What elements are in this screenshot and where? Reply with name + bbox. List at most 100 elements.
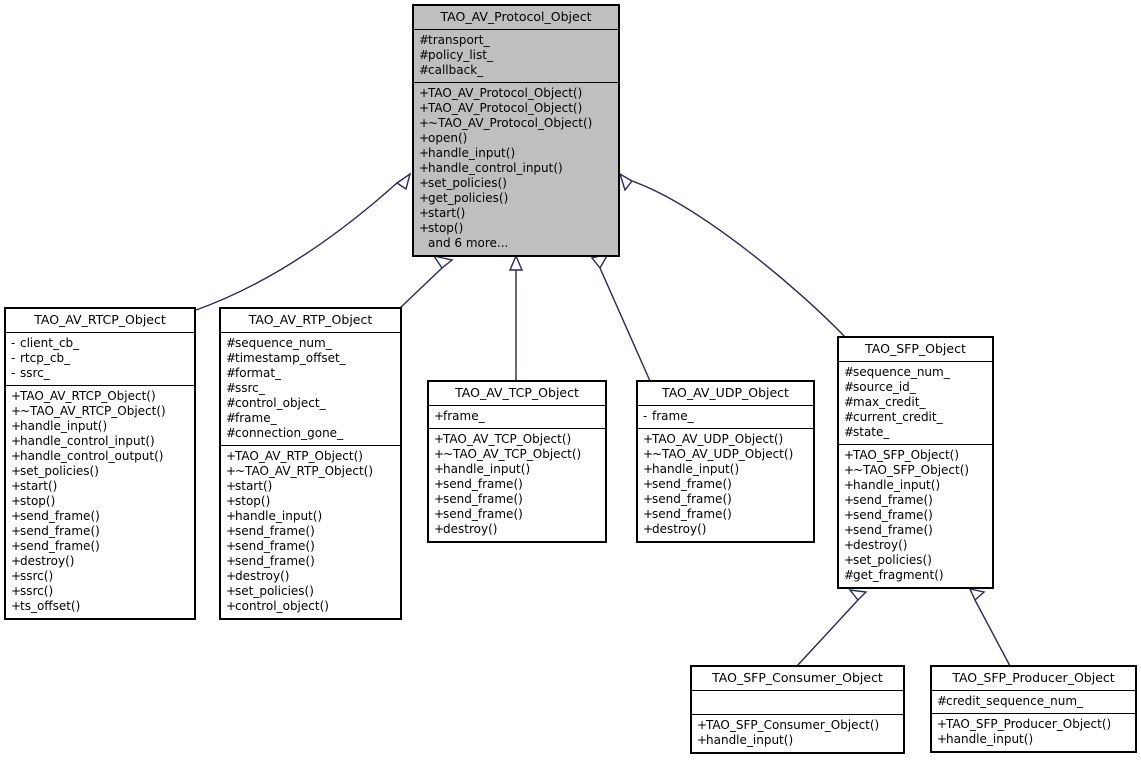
class-member-row: +handle_input() <box>11 419 189 434</box>
class-member-row: +~TAO_AV_UDP_Object() <box>643 447 808 462</box>
class-title: TAO_SFP_Producer_Object <box>952 670 1115 685</box>
class-member-row: #credit_sequence_num_ <box>937 694 1130 709</box>
visibility-marker: + <box>11 539 22 553</box>
visibility-marker: + <box>11 599 22 613</box>
class-member-row: #policy_list_ <box>419 48 613 63</box>
member-label: ts_offset() <box>20 599 81 613</box>
class-member-row: #get_fragment() <box>844 568 987 583</box>
visibility-marker: + <box>11 494 22 508</box>
class-member-row: +destroy() <box>434 522 600 537</box>
visibility-marker: # <box>226 351 237 365</box>
member-label: TAO_AV_UDP_Object() <box>652 432 784 446</box>
class-box-tao-av-udp-object[interactable]: TAO_AV_UDP_Object -frame_ +TAO_AV_UDP_Ob… <box>636 380 815 543</box>
visibility-marker: + <box>419 176 430 190</box>
member-label: TAO_AV_RTCP_Object() <box>20 389 156 403</box>
member-label: handle_input() <box>853 478 941 492</box>
class-member-row: +send_frame() <box>844 493 987 508</box>
member-label: rtcp_cb_ <box>20 351 71 365</box>
class-member-row: +destroy() <box>226 569 395 584</box>
visibility-marker: + <box>697 733 708 747</box>
member-label: destroy() <box>652 522 707 536</box>
visibility-marker: + <box>844 448 855 462</box>
member-label: ssrc() <box>20 569 54 583</box>
visibility-marker: # <box>844 568 855 582</box>
class-title: TAO_AV_RTCP_Object <box>34 312 166 327</box>
class-member-row: +TAO_SFP_Object() <box>844 448 987 463</box>
visibility-marker: # <box>226 366 237 380</box>
visibility-marker: + <box>434 447 445 461</box>
class-member-row: +handle_control_input() <box>419 161 613 176</box>
member-label: send_frame() <box>235 539 315 553</box>
class-member-row: +send_frame() <box>434 507 600 522</box>
member-label: send_frame() <box>652 507 732 521</box>
class-box-tao-av-rtcp-object[interactable]: TAO_AV_RTCP_Object -client_cb_-rtcp_cb_-… <box>4 307 196 620</box>
class-member-row: +send_frame() <box>226 524 395 539</box>
visibility-marker: - <box>11 366 16 380</box>
visibility-marker: + <box>419 161 430 175</box>
class-member-row: +send_frame() <box>643 507 808 522</box>
operations-compartment: +TAO_SFP_Consumer_Object()+handle_input(… <box>692 715 903 752</box>
member-label: start() <box>235 479 273 493</box>
member-label: handle_control_input() <box>20 434 155 448</box>
class-member-row: +send_frame() <box>434 477 600 492</box>
member-label: TAO_AV_Protocol_Object() <box>428 86 583 100</box>
member-label: destroy() <box>443 522 498 536</box>
member-label: send_frame() <box>853 523 933 537</box>
class-box-tao-av-tcp-object[interactable]: TAO_AV_TCP_Object +frame_ +TAO_AV_TCP_Ob… <box>427 380 607 543</box>
member-label: send_frame() <box>20 509 100 523</box>
visibility-marker: # <box>419 63 430 77</box>
member-label: ssrc() <box>20 584 54 598</box>
class-member-row: +TAO_AV_Protocol_Object() <box>419 86 613 101</box>
compartment-divider <box>692 714 903 715</box>
arrowhead-producer <box>968 588 986 602</box>
class-member-row: -rtcp_cb_ <box>11 351 189 366</box>
visibility-marker: + <box>697 718 708 732</box>
visibility-marker: + <box>844 493 855 507</box>
attributes-compartment: #transport_#policy_list_#callback_ <box>414 30 618 82</box>
class-member-row: +~TAO_SFP_Object() <box>844 463 987 478</box>
attributes-compartment: -client_cb_-rtcp_cb_-ssrc_ <box>6 333 194 385</box>
class-box-tao-sfp-consumer-object[interactable]: TAO_SFP_Consumer_Object +TAO_SFP_Consume… <box>690 665 905 754</box>
class-member-row: +stop() <box>419 221 613 236</box>
member-label: current_credit_ <box>853 410 943 424</box>
member-label: handle_input() <box>706 733 794 747</box>
visibility-marker: + <box>226 494 237 508</box>
class-member-row: +TAO_AV_UDP_Object() <box>643 432 808 447</box>
class-box-tao-sfp-producer-object[interactable]: TAO_SFP_Producer_Object #credit_sequence… <box>930 665 1137 753</box>
class-box-tao-av-protocol-object[interactable]: TAO_AV_Protocol_Object #transport_#polic… <box>412 4 620 257</box>
class-box-tao-av-rtp-object[interactable]: TAO_AV_RTP_Object #sequence_num_#timesta… <box>219 307 402 620</box>
attributes-compartment: -frame_ <box>638 406 813 428</box>
class-member-row: +~TAO_AV_RTCP_Object() <box>11 404 189 419</box>
class-member-row: +handle_input() <box>937 732 1130 747</box>
class-title: TAO_AV_RTP_Object <box>248 312 373 327</box>
visibility-marker: - <box>11 351 16 365</box>
member-label: destroy() <box>235 569 290 583</box>
class-member-row: +ssrc() <box>11 569 189 584</box>
member-label: set_policies() <box>20 464 99 478</box>
class-member-row: +handle_input() <box>419 146 613 161</box>
compartment-divider <box>221 445 400 446</box>
operations-compartment: + TAO_AV_RTCP_Object()+~TAO_AV_RTCP_Objec… <box>6 386 194 618</box>
edge-udp-to-protocol <box>599 267 651 382</box>
visibility-marker: + <box>226 449 237 463</box>
member-label: send_frame() <box>235 524 315 538</box>
class-box-tao-sfp-object[interactable]: TAO_SFP_Object #sequence_num_#source_id_… <box>837 336 994 589</box>
visibility-marker: + <box>226 479 237 493</box>
class-member-row: +~TAO_AV_RTP_Object() <box>226 464 395 479</box>
attributes-compartment: +frame_ <box>429 406 605 428</box>
class-title: TAO_AV_TCP_Object <box>455 385 579 400</box>
visibility-marker: + <box>419 191 430 205</box>
class-member-row: +handle_control_input() <box>11 434 189 449</box>
visibility-marker: + <box>11 509 22 523</box>
visibility-marker: + <box>11 524 22 538</box>
class-member-row: and 6 more... <box>419 236 613 251</box>
edge-rtcp-to-protocol <box>195 182 398 311</box>
member-label: format_ <box>235 366 282 380</box>
arrowhead-rtp <box>432 254 454 270</box>
compartment-divider <box>932 713 1135 714</box>
operations-compartment: +TAO_AV_Protocol_Object()+TAO_AV_Protoco… <box>414 83 618 255</box>
visibility-marker: + <box>11 554 22 568</box>
compartment-divider <box>839 361 992 362</box>
visibility-marker: # <box>844 380 855 394</box>
visibility-marker: + <box>419 116 430 130</box>
